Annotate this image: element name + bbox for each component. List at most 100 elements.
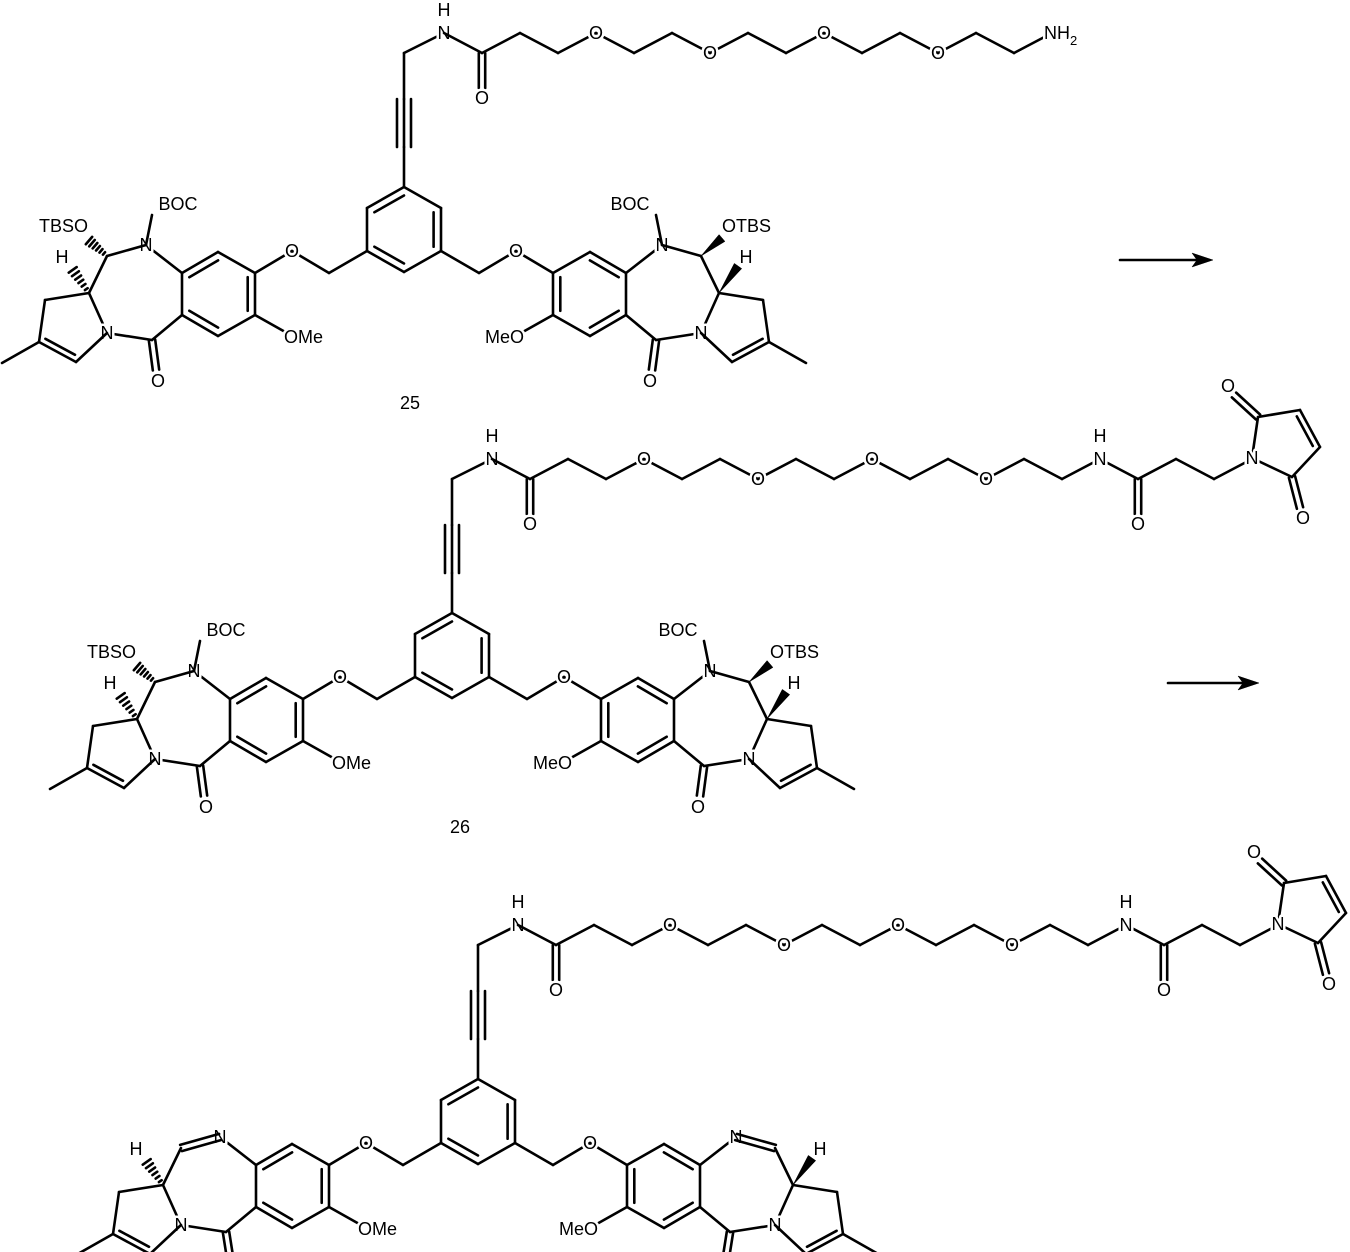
chain-bond [1050,925,1088,945]
double-bond-inner-line [189,260,218,277]
compound-number-25: 25 [400,393,420,413]
bond [569,741,601,759]
bond [515,1143,553,1165]
methyl-bond [817,768,854,789]
hashed-wedge-stroke [75,276,81,280]
chain-bond [518,925,556,945]
otbs-label: OTBS [722,216,771,236]
peg-oxygen-label: O [589,23,603,43]
amide-hydrogen-label: H [438,0,451,20]
bond [39,300,45,342]
peg-oxygen-label: O [751,469,765,489]
carbonyl-oxygen-label: O [475,88,489,108]
bond [76,333,107,362]
aromatic-bond [292,1207,329,1228]
bond [1292,447,1320,477]
compound-26-structure: OOMeNBOCTBSOHNOOMeONBOCOTBSHNONHOOOOONHO… [50,376,1320,817]
peg-oxygen-label: O [663,915,677,935]
bond [521,315,553,333]
maleimide-nitrogen-label: N [1246,448,1259,468]
chain-bond [862,33,900,53]
methoxy-label: MeO [559,1219,598,1239]
double-bond-inner-line [374,196,404,213]
bond [749,682,767,719]
aromatic-bond [452,613,489,634]
carbonyl-double-bond [655,340,659,370]
chain-bond [1024,459,1062,479]
double-bond-inner-line [664,1152,693,1169]
peg-oxygen-label: O [891,915,905,935]
amide-nitrogen-label: N [1120,915,1133,935]
bond [793,1185,837,1192]
double-bond-inner-line [590,260,619,277]
exocyclic-double-bond [229,1232,235,1252]
aromatic-bond [292,1144,329,1165]
peg-oxygen-label: O [637,449,651,469]
methoxy-label: OMe [284,327,323,347]
bond [93,719,137,726]
hashed-wedge-stroke [152,1172,157,1175]
aromatic-bond [553,315,590,336]
carbonyl-double-bond [197,766,201,796]
hashed-wedge-stroke [148,675,151,678]
methoxy-label: MeO [533,753,572,773]
boc-label: BOC [658,620,697,640]
aromatic-bond [553,252,590,273]
double-bond-inner-line [422,673,452,690]
hashed-wedge-stroke [151,678,153,680]
amide-nitrogen-label: N [1094,449,1107,469]
carbonyl-double-bond [203,766,207,796]
methyl-bond [76,1234,113,1252]
aromatic-bond [627,1207,664,1228]
aromatic-bond [627,1144,664,1165]
aromatic-bond [478,1143,515,1164]
chain-bond [530,459,568,479]
amide-hydrogen-label: H [512,892,525,912]
nitrogen-label: N [214,1127,227,1147]
hashed-wedge-stroke [123,702,129,706]
bond [775,1225,806,1252]
peg-oxygen-label: O [865,449,879,469]
chain-bond [1164,925,1202,945]
bond [1318,913,1346,943]
hashed-wedge-stroke [78,280,83,283]
double-bond-inner-line [263,1203,292,1220]
double-bond-inner-line [590,311,619,328]
methyl-bond [50,768,87,789]
chain-bond [976,33,1014,53]
stereo-hydrogen-label: H [104,673,117,693]
ether-oxygen-label: O [285,241,299,261]
carbonyl-oxygen-label: O [199,797,213,817]
bond [152,315,182,340]
peg-oxygen-label: O [703,43,717,63]
bond [767,719,811,726]
carbonyl-oxygen-label: O [151,371,165,391]
hashed-wedge-stroke [96,246,100,250]
aromatic-bond [404,187,441,208]
carbonyl-oxygen-label: O [523,514,537,534]
carbonyl-oxygen-label: O [1157,980,1171,1000]
carbonyl-double-bond [649,340,653,370]
chain-bond [594,925,632,945]
bold-wedge [793,1155,816,1185]
bond [763,300,769,342]
chain-bond [822,925,860,945]
stereo-hydrogen-label: H [788,673,801,693]
amide-hydrogen-label: H [1094,426,1107,446]
hashed-wedge-stroke [82,284,86,287]
methoxy-label: OMe [332,753,371,773]
methyl-bond [843,1234,880,1252]
hashed-wedge-stroke [72,271,79,276]
bond [163,1148,181,1185]
hashed-wedge-stroke [103,252,105,254]
peg-oxygen-label: O [1005,935,1019,955]
chain-bond [796,459,834,479]
bond [155,759,200,766]
hashed-wedge-stroke [143,1159,151,1165]
hashed-wedge-stroke [126,706,131,709]
bond [489,677,527,699]
carbonyl-double-bond [155,340,159,370]
bond [113,1192,119,1234]
double-bond-inner-line [189,311,218,328]
